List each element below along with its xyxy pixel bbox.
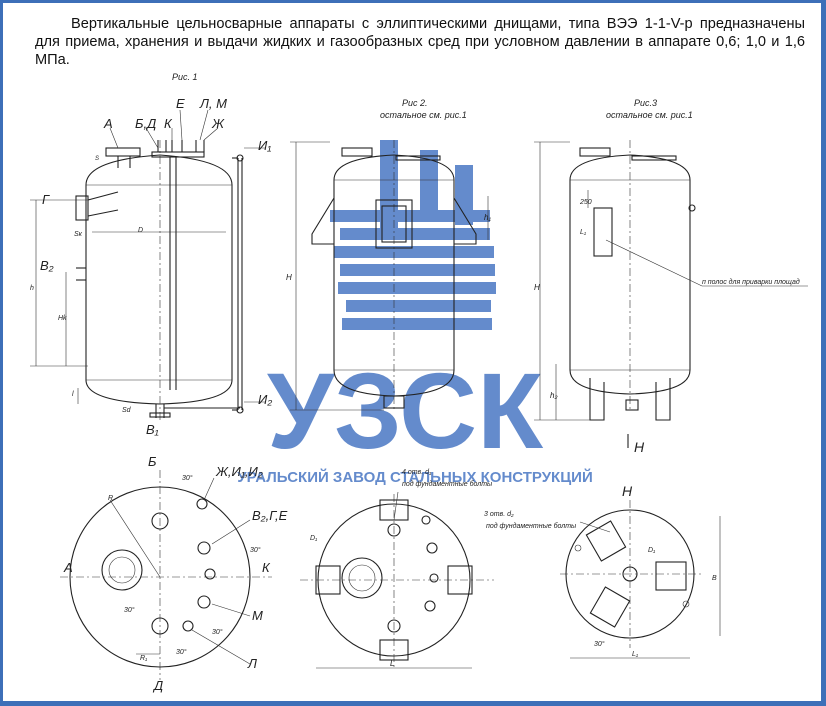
fig2-caption: Рис 2. bbox=[402, 98, 428, 108]
fig2-dim-h1: h₁ bbox=[484, 213, 491, 222]
fig3-caption: Рис.3 bbox=[634, 98, 657, 108]
fig3-note: остальное см. рис.1 bbox=[606, 110, 693, 120]
watermark-logo-text: УЗСК bbox=[267, 350, 544, 471]
plan1-label-a: А bbox=[63, 560, 73, 575]
fig1-dim-h: h bbox=[30, 285, 34, 292]
fig1-label-bd: Б,Д bbox=[135, 116, 156, 131]
drawing-sheet: Вертикальные цельносварные аппараты с эл… bbox=[3, 3, 821, 701]
plan3-dim-b: B bbox=[712, 575, 717, 582]
fig1-vessel: Рис. 1 bbox=[30, 72, 272, 437]
fig1-label-a: А bbox=[103, 116, 113, 131]
fig3-dim-250: 250 bbox=[579, 199, 592, 206]
plan1-label-m: М bbox=[252, 608, 263, 623]
plan2-bolts: 4 отв. d₁ bbox=[402, 469, 432, 476]
plan1-angle-1: 30° bbox=[182, 474, 193, 482]
fig1-dim-hk: Нk bbox=[58, 315, 67, 322]
fig2-note: остальное см. рис.1 bbox=[380, 110, 467, 120]
plan1-label-l: Л bbox=[247, 656, 257, 671]
intro-paragraph: Вертикальные цельносварные аппараты с эл… bbox=[35, 16, 805, 68]
fig3-dim-h2: h₂ bbox=[550, 391, 558, 400]
fig2-dim-h: H bbox=[286, 273, 292, 282]
fig1-label-b1: В₁ bbox=[146, 422, 159, 437]
fig2-vessel: Рис 2. остальное см. рис.1 H h₁ bbox=[286, 98, 491, 412]
plan3-angle: 30° bbox=[594, 640, 605, 648]
plan1-dim-r: R bbox=[108, 495, 113, 502]
plan1-label-d: Д bbox=[152, 678, 163, 693]
plan2-dim-l: L bbox=[390, 659, 394, 668]
fig1-dim-sd: Sd bbox=[122, 407, 132, 414]
fig1-dim-l: l bbox=[72, 391, 74, 398]
plan3-dim-d1: D₁ bbox=[648, 547, 656, 554]
plan1-top-view: Б Ж,И₁,И₂ В₂,Г,Е А К М Л Д R R₁ 30° 30° … bbox=[60, 454, 288, 693]
fig1-label-lm: Л, М bbox=[199, 96, 227, 111]
fig1-label-k: К bbox=[164, 116, 173, 131]
plan1-angle-5: 30° bbox=[176, 648, 187, 656]
plan2-top-view: 4 отв. d₁ под фундаментные болты D₁ L bbox=[300, 469, 494, 669]
fig1-label-g: Г bbox=[42, 192, 50, 207]
fig1-label-zh: Ж bbox=[211, 116, 225, 131]
plan1-label-b: Б bbox=[148, 454, 157, 469]
fig1-caption: Рис. 1 bbox=[172, 72, 198, 82]
fig1-dim-sk: Sк bbox=[74, 231, 83, 238]
fig1-label-e: Е bbox=[176, 96, 185, 111]
fig3-plate-note: п полос для приварки площад bbox=[702, 278, 800, 286]
plan2-bolts-note: под фундаментные болты bbox=[402, 480, 493, 488]
plan1-angle-2: 30° bbox=[250, 546, 261, 554]
plan3-view-n: Н bbox=[622, 483, 633, 499]
fig1-label-i1: И₁ bbox=[258, 138, 271, 153]
plan1-label-v2-g-e: В₂,Г,Е bbox=[252, 508, 288, 523]
plan1-label-k: К bbox=[262, 560, 271, 575]
fig3-view-n: Н bbox=[634, 439, 645, 455]
plan3-dim-l1: L₁ bbox=[632, 651, 639, 658]
plan1-angle-4: 30° bbox=[212, 628, 223, 636]
watermark-logo: УЗСК УРАЛЬСКИЙ ЗАВОД СТАЛЬНЫХ КОНСТРУКЦИ… bbox=[237, 140, 593, 486]
plan1-dim-r1: R₁ bbox=[140, 655, 148, 662]
fig3-dim-h: H bbox=[534, 283, 540, 292]
fig3-vessel: Рис.3 остальное см. рис.1 H h₂ L₁ 250 bbox=[534, 98, 808, 455]
technical-drawing: УЗСК УРАЛЬСКИЙ ЗАВОД СТАЛЬНЫХ КОНСТРУКЦИ… bbox=[30, 72, 808, 693]
watermark-company-text: УРАЛЬСКИЙ ЗАВОД СТАЛЬНЫХ КОНСТРУКЦИЙ bbox=[237, 468, 592, 486]
plan3-top-view: Н 3 отв. d₂ под фундаментные болты D₁ B … bbox=[484, 483, 721, 659]
plan3-bolts-note: под фундаментные болты bbox=[486, 522, 577, 530]
plan1-label-zh-i: Ж,И₁,И₂ bbox=[215, 464, 263, 479]
plan1-angle-3: 30° bbox=[124, 606, 135, 614]
plan2-dim-d1: D₁ bbox=[310, 535, 318, 542]
fig1-label-v2: В₂ bbox=[40, 258, 54, 273]
fig1-label-i2: И₂ bbox=[258, 392, 272, 407]
fig1-dim-d: D bbox=[138, 227, 143, 234]
fig3-dim-l1: L₁ bbox=[580, 229, 587, 236]
plan3-bolts: 3 отв. d₂ bbox=[484, 511, 514, 518]
fig1-dim-s: S bbox=[95, 156, 99, 162]
